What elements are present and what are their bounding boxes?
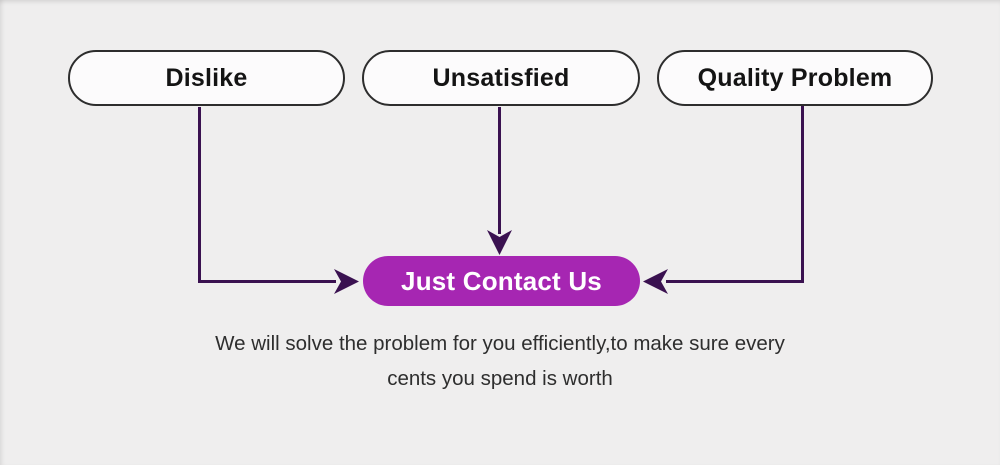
connector-dislike <box>198 107 336 283</box>
arrowhead-left-icon <box>643 269 668 294</box>
arrowhead-right-icon <box>334 269 359 294</box>
node-unsatisfied-label: Unsatisfied <box>432 63 570 92</box>
caption: We will solve the problem for you effici… <box>0 326 1000 396</box>
node-dislike: Dislike <box>68 50 345 106</box>
caption-line-1: We will solve the problem for you effici… <box>215 332 785 355</box>
node-dislike-label: Dislike <box>165 63 248 92</box>
node-unsatisfied: Unsatisfied <box>362 50 640 106</box>
arrowhead-down-icon <box>487 230 512 255</box>
node-quality-problem-label: Quality Problem <box>697 63 893 92</box>
connector-quality-problem <box>666 106 804 283</box>
node-quality-problem: Quality Problem <box>657 50 933 106</box>
just-contact-us-label: Just Contact Us <box>401 265 602 296</box>
caption-line-2: cents you spend is worth <box>387 367 613 390</box>
just-contact-us-pill: Just Contact Us <box>363 256 640 306</box>
